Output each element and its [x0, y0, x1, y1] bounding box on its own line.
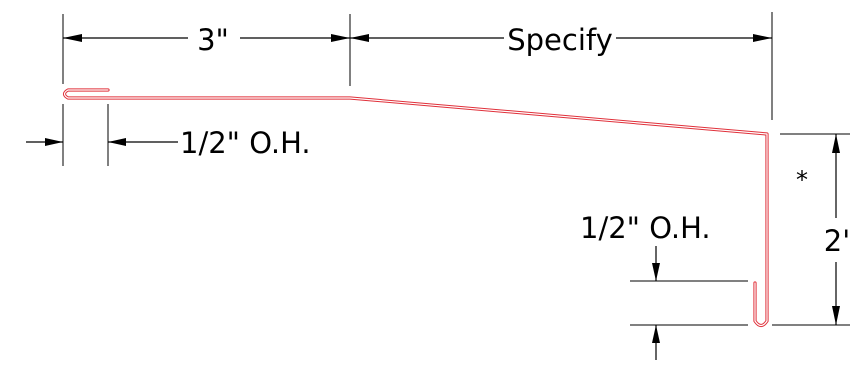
flashing-profile: [62, 88, 769, 328]
arrow-right-icon: [45, 138, 63, 146]
arrow-right-icon: [753, 34, 772, 42]
profile-outline-inner: [63, 89, 768, 327]
dimension-specify: Specify: [350, 23, 772, 57]
dimension-vertical-height: 2': [772, 133, 850, 326]
dimension-right-overhang: 1/2" O.H.: [580, 211, 748, 360]
dimension-3-inch: 3": [63, 23, 350, 57]
arrow-left-icon: [108, 138, 126, 146]
dimension-label-height: 2': [824, 224, 850, 258]
arrow-down-icon: [832, 306, 840, 325]
dimension-left-overhang: 1/2" O.H.: [26, 104, 311, 166]
dimension-label-right-overhang: 1/2" O.H.: [580, 211, 711, 245]
dimension-label-3-inch: 3": [197, 23, 229, 57]
arrow-right-icon: [331, 34, 350, 42]
dimension-label-left-overhang: 1/2" O.H.: [180, 126, 311, 160]
top-extension-lines: [62, 12, 773, 120]
arrow-up-icon: [652, 325, 660, 343]
arrow-up-icon: [832, 134, 840, 153]
dimension-label-specify: Specify: [507, 23, 613, 57]
arrow-left-icon: [63, 34, 82, 42]
arrow-down-icon: [652, 263, 660, 281]
arrow-left-icon: [350, 34, 369, 42]
note-asterisk: *: [796, 166, 808, 194]
